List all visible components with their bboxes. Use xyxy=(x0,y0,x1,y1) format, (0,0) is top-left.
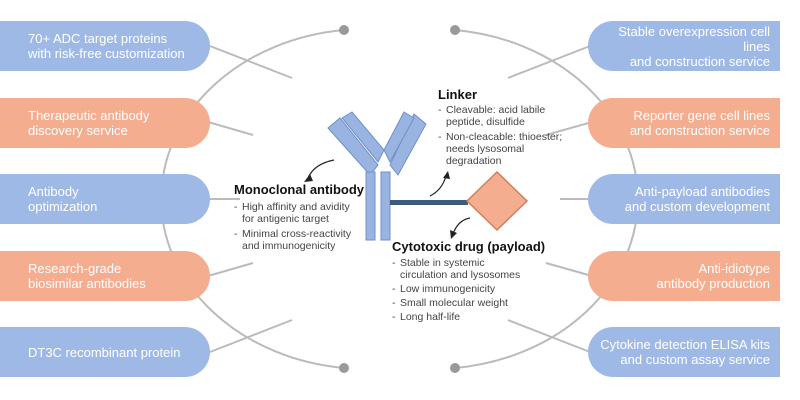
service-label: 70+ ADC target proteins with risk-free c… xyxy=(28,31,185,61)
arrow-payload-icon xyxy=(450,217,471,239)
service-cytokine-elisa-kits[interactable]: Cytokine detection ELISA kits and custom… xyxy=(588,327,780,377)
payload-icon xyxy=(465,170,529,232)
arrow-linker-icon xyxy=(429,171,450,197)
service-research-grade-biosimilars[interactable]: Research-grade biosimilar antibodies xyxy=(0,251,210,301)
payload-point: Low immunogenicity xyxy=(392,283,542,295)
connector-right-4 xyxy=(545,262,593,277)
service-label: Anti-idiotype antibody production xyxy=(656,261,770,291)
service-label: Anti-payload antibodies and custom devel… xyxy=(624,184,770,214)
service-label: DT3C recombinant protein xyxy=(28,344,181,360)
service-reporter-gene-cell-lines[interactable]: Reporter gene cell lines and constructio… xyxy=(588,98,780,148)
connector-left-4 xyxy=(207,262,254,277)
service-dt3c-recombinant-protein[interactable]: DT3C recombinant protein xyxy=(0,327,210,377)
linker-points: Cleavable: acid labile peptide, disulfid… xyxy=(438,104,573,170)
service-label: Reporter gene cell lines and constructio… xyxy=(629,108,770,138)
antibody-point: Minimal cross-reactivity and immunogenic… xyxy=(234,228,364,252)
arrow-antibody-icon xyxy=(304,159,335,182)
arc-dot-bottom-left xyxy=(339,363,349,373)
service-label: Cytokine detection ELISA kits and custom… xyxy=(600,337,770,367)
service-label: Research-grade biosimilar antibodies xyxy=(28,261,146,291)
linker-point: Non-cleacable: thioester; needs lysosoma… xyxy=(438,131,573,167)
connector-right-5 xyxy=(507,319,591,353)
antibody-left-arm-outer xyxy=(327,117,379,176)
connector-left-2 xyxy=(207,121,254,136)
connector-right-1 xyxy=(507,45,591,79)
arc-dot-top-right xyxy=(450,25,460,35)
antibody-stem-right xyxy=(380,171,391,241)
antibody-point: High affinity and avidity for antigenic … xyxy=(234,201,364,225)
antibody-stem-left xyxy=(365,171,376,241)
service-anti-payload-antibodies[interactable]: Anti-payload antibodies and custom devel… xyxy=(588,174,780,224)
service-label: Antibody optimization xyxy=(28,184,98,214)
service-anti-idiotype-antibody[interactable]: Anti-idiotype antibody production xyxy=(588,251,780,301)
antibody-right-arm-inner xyxy=(383,111,415,164)
linker-title: Linker xyxy=(438,87,478,102)
payload-point: Stable in systemic circulation and lysos… xyxy=(392,257,542,281)
service-stable-overexpression-cell-lines[interactable]: Stable overexpression cell lines and con… xyxy=(588,21,780,71)
antibody-title: Monoclonal antibody xyxy=(234,182,364,197)
service-label: Stable overexpression cell lines and con… xyxy=(618,23,770,69)
linker-bar xyxy=(390,200,468,205)
payload-point: Long half-life xyxy=(392,311,542,323)
arc-dot-bottom-right xyxy=(450,363,460,373)
payload-point: Small molecular weight xyxy=(392,297,542,309)
arc-dot-top-left xyxy=(339,25,349,35)
antibody-points: High affinity and avidity for antigenic … xyxy=(234,201,364,255)
service-therapeutic-antibody-discovery[interactable]: Therapeutic antibody discovery service xyxy=(0,98,210,148)
linker-point: Cleavable: acid labile peptide, disulfid… xyxy=(438,104,573,128)
connector-left-1 xyxy=(209,45,293,79)
service-antibody-optimization[interactable]: Antibody optimization xyxy=(0,174,210,224)
payload-points: Stable in systemic circulation and lysos… xyxy=(392,257,542,325)
service-adc-target-proteins[interactable]: 70+ ADC target proteins with risk-free c… xyxy=(0,21,210,71)
antibody-icon xyxy=(327,111,427,241)
service-label: Therapeutic antibody discovery service xyxy=(28,108,150,138)
payload-title: Cytotoxic drug (payload) xyxy=(392,239,546,254)
connector-left-5 xyxy=(209,319,293,353)
